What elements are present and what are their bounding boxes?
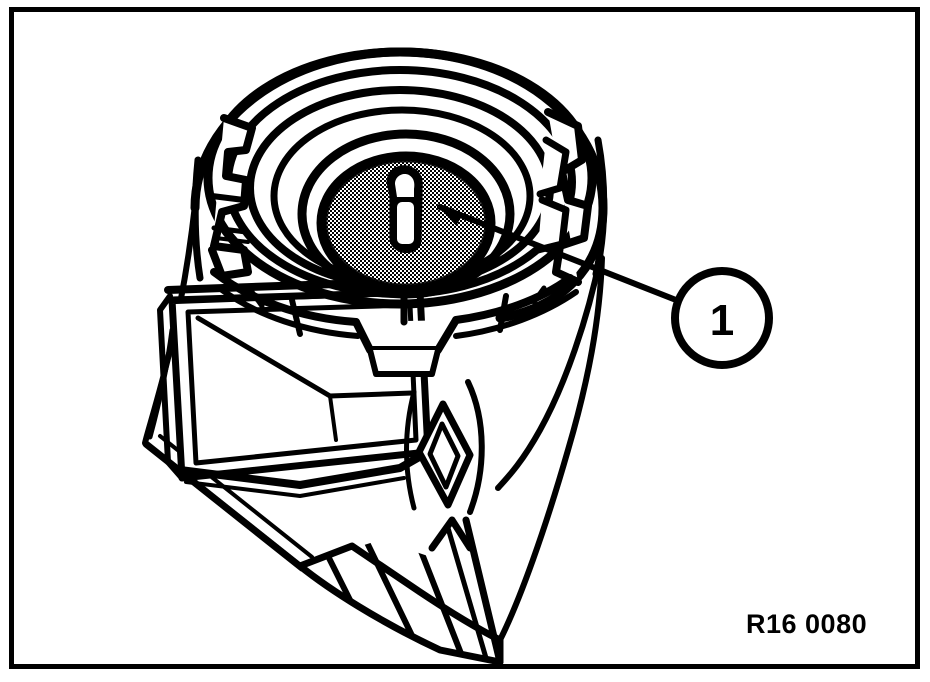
connector-left-panel-edge bbox=[157, 293, 185, 481]
callout-1-leader-line bbox=[437, 204, 679, 303]
lower-flange-spokes bbox=[210, 268, 579, 377]
flange-notch-left bbox=[249, 289, 265, 309]
callout-1-group[interactable]: 1 bbox=[436, 204, 773, 369]
retaining-ring-1 bbox=[203, 47, 597, 309]
socket-assembly-drawing bbox=[142, 47, 608, 666]
keyhole-slot-feature bbox=[386, 165, 423, 254]
lozenge-rib-detail-inner bbox=[427, 421, 461, 490]
callout-1-number: 1 bbox=[710, 296, 734, 345]
connector-bottom-lip bbox=[176, 448, 432, 489]
flange-notch-right bbox=[531, 285, 547, 305]
connector-interior-fold-2 bbox=[328, 394, 338, 442]
connector-bottom-lip-2 bbox=[184, 476, 406, 498]
figure-id-label: R16 0080 bbox=[746, 609, 867, 639]
base-chevron-notch bbox=[428, 516, 474, 552]
callout-1-leader-tip bbox=[436, 204, 464, 226]
base-right-flank-inner bbox=[445, 525, 489, 661]
lozenge-flank-rib-left bbox=[404, 389, 417, 511]
callout-1-circle[interactable] bbox=[671, 267, 773, 369]
figure-border bbox=[9, 7, 920, 669]
left-retaining-tab bbox=[191, 114, 256, 282]
base-right-flank bbox=[462, 516, 504, 666]
right-retaining-tab bbox=[534, 108, 608, 286]
lozenge-flank-rib-right bbox=[465, 379, 485, 515]
body-right-fold-line bbox=[495, 255, 603, 491]
